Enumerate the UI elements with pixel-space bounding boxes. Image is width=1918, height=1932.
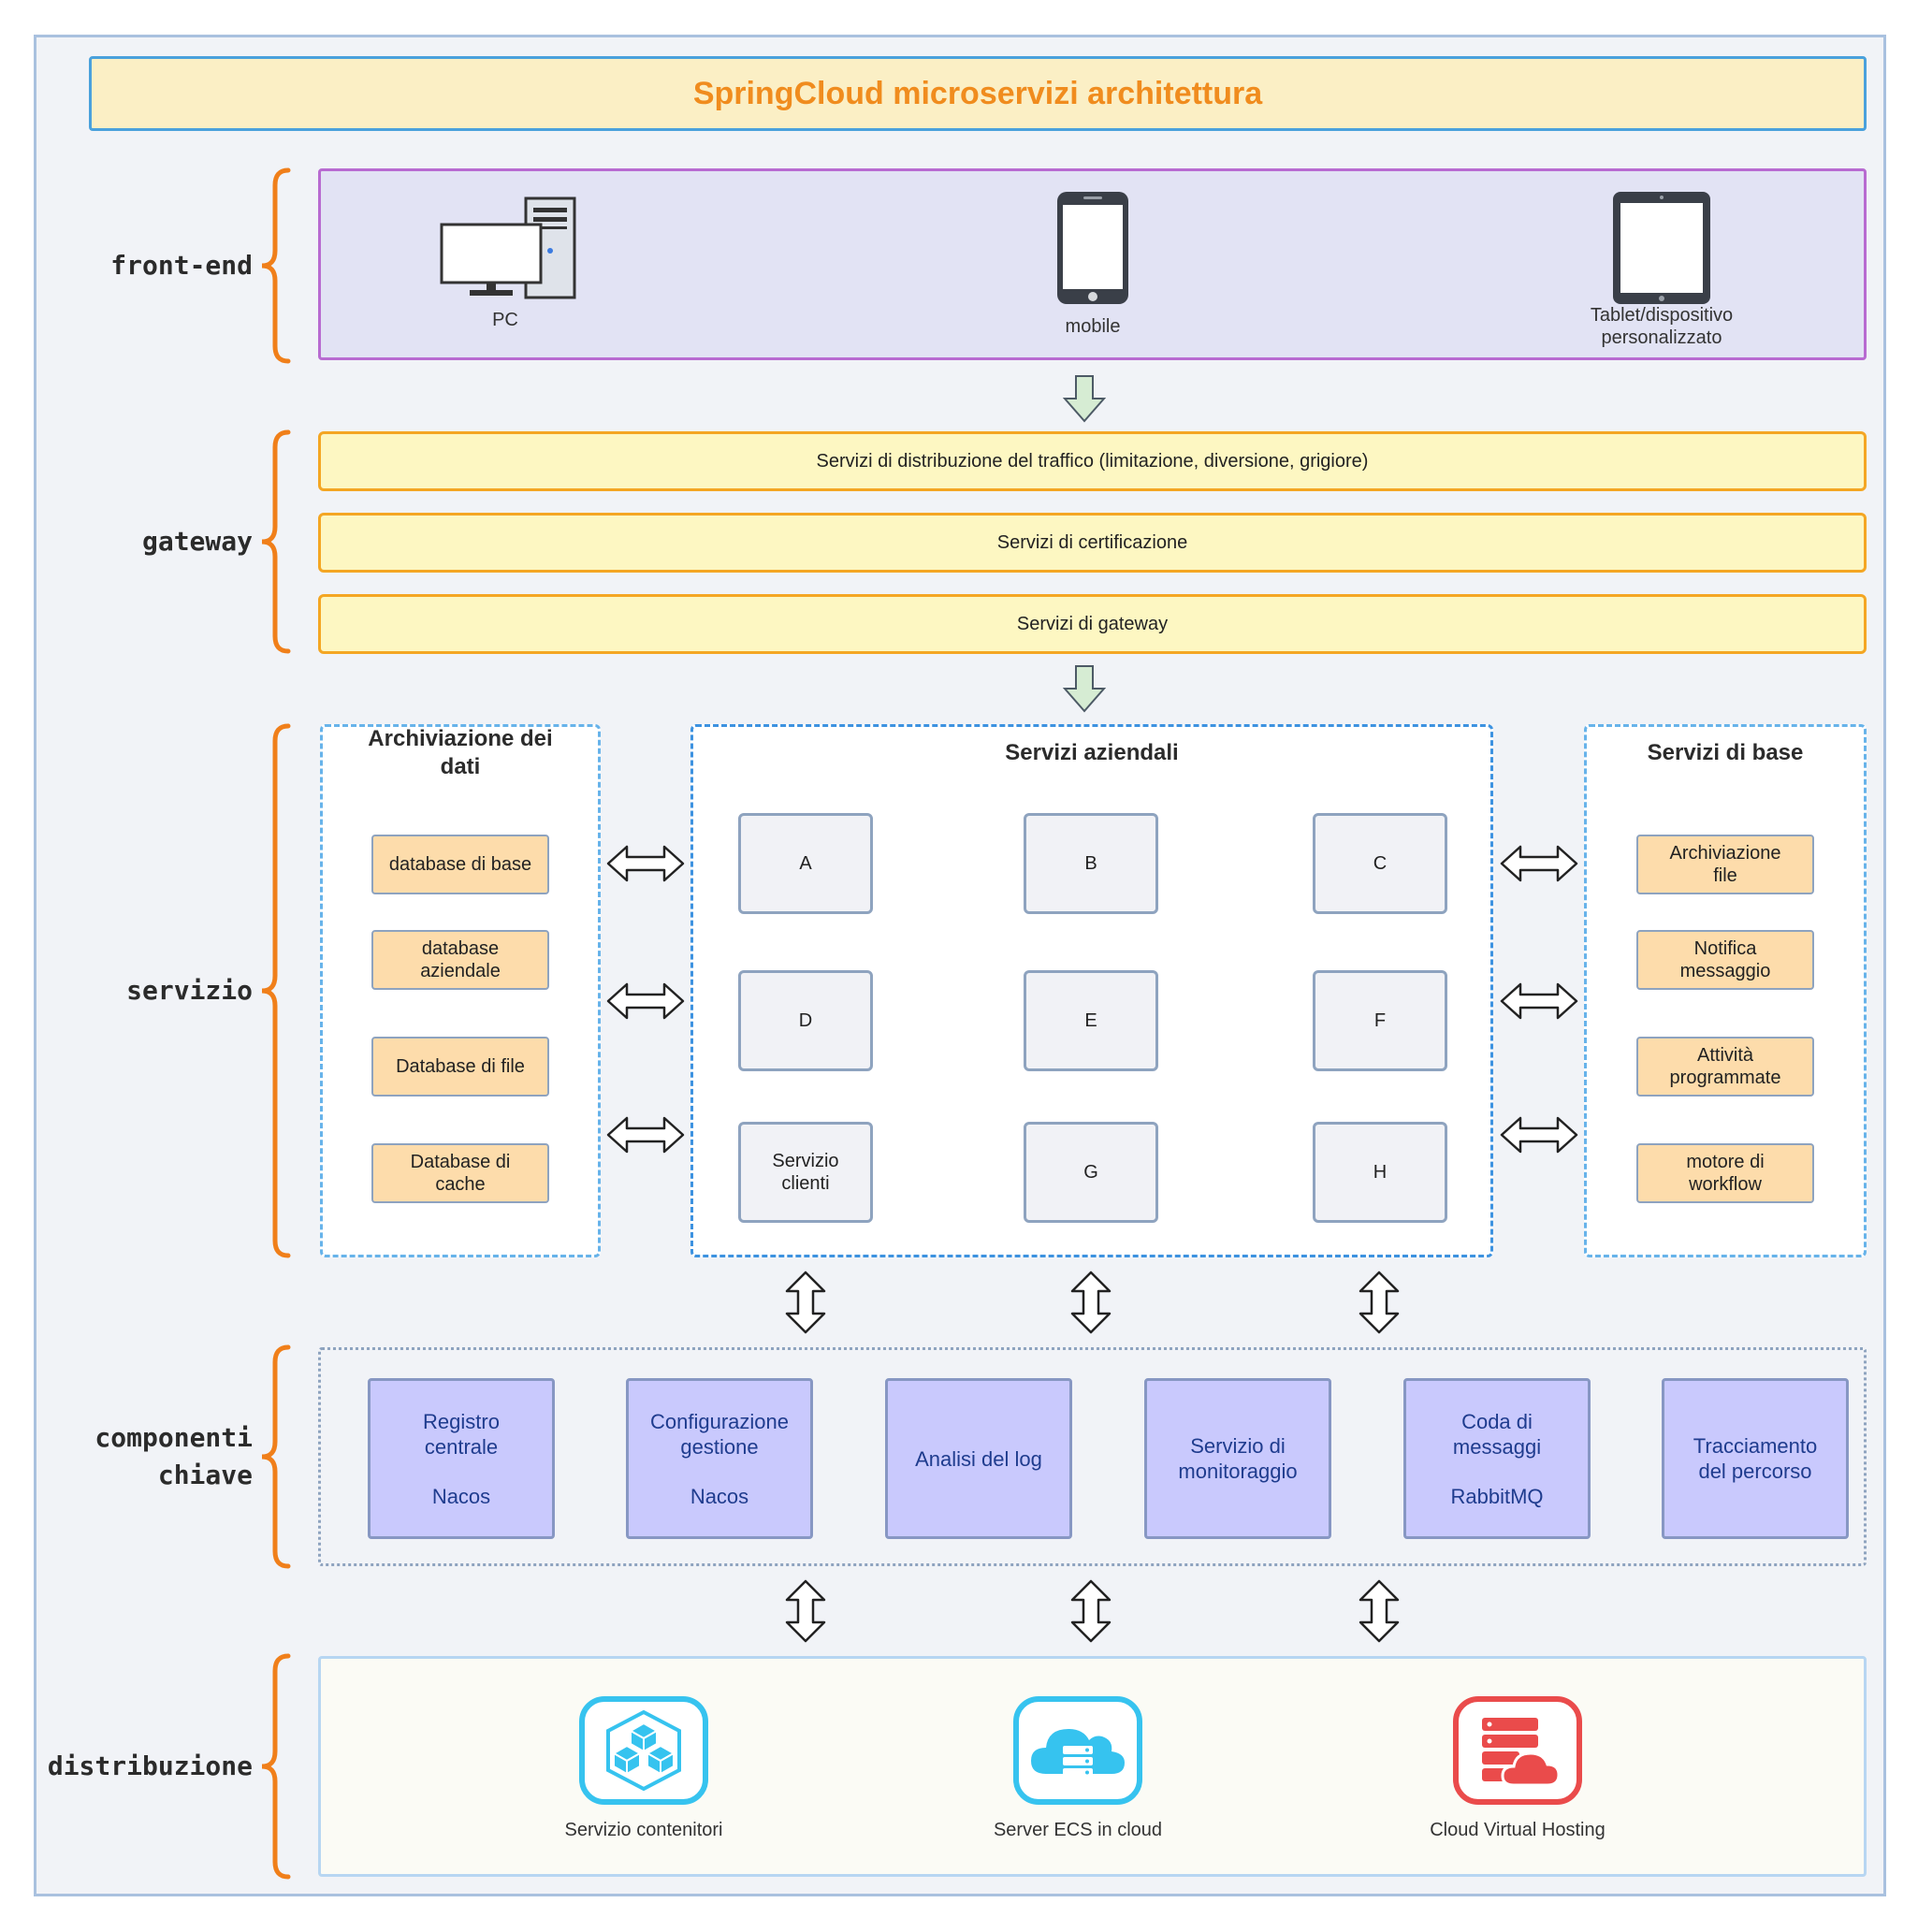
mobile-label: mobile [1065,316,1121,337]
service-f: F [1313,970,1447,1071]
container-service-label: Servizio contenitori [564,1820,723,1840]
components-panel [318,1347,1867,1566]
down-arrow-icon-2 [1063,665,1106,713]
h-arrow-right-1 [1500,845,1578,882]
v-arrow-4 [785,1579,826,1643]
layer-label-gateway: gateway [141,526,253,557]
service-e: E [1024,970,1158,1071]
v-arrow-3 [1359,1271,1400,1334]
service-b: B [1024,813,1158,914]
storage-base-db: database di base [371,835,549,894]
component-log-analysis: Analisi del log [885,1378,1072,1539]
base-services-title: Servizi di base [1647,740,1804,765]
h-arrow-right-2 [1500,982,1578,1020]
v-arrow-5 [1070,1579,1112,1643]
service-d: D [738,970,873,1071]
data-storage-title-1: Archiviazione dei [368,726,553,751]
mobile-icon [1057,192,1128,304]
h-arrow-left-2 [606,982,685,1020]
layer-label-service: servizio [126,975,253,1006]
layer-label-frontend: front-end [110,250,253,281]
virtual-hosting-label: Cloud Virtual Hosting [1430,1820,1606,1840]
ecs-server-label: Server ECS in cloud [993,1820,1163,1840]
down-arrow-icon-1 [1063,375,1106,423]
h-arrow-left-3 [606,1116,685,1154]
pc-label: PC [492,310,518,330]
storage-file-db: Database di file [371,1037,549,1097]
virtual-hosting-icon [1453,1696,1582,1805]
v-arrow-2 [1070,1271,1112,1334]
tablet-label-1: Tablet/dispositivo [1590,305,1734,326]
service-c: C [1313,813,1447,914]
ecs-server-icon [1013,1696,1142,1805]
service-h: H [1313,1122,1447,1223]
layer-label-components-1: componenti [94,1422,253,1453]
container-service-icon [579,1696,708,1805]
data-storage-title-2: dati [440,754,481,779]
layer-label-components-2: chiave [157,1460,253,1490]
gateway-certification-bar: Servizi di certificazione [318,513,1867,573]
layer-label-deploy: distribuzione [47,1750,253,1781]
tablet-icon [1613,192,1710,304]
service-a: A [738,813,873,914]
h-arrow-left-1 [606,845,685,882]
service-g: G [1024,1122,1158,1223]
tablet-label-2: personalizzato [1601,327,1722,348]
diagram-title: SpringCloud microservizi architettura [89,56,1867,131]
gateway-traffic-bar: Servizi di distribuzione del traffico (l… [318,431,1867,491]
h-arrow-right-3 [1500,1116,1578,1154]
v-arrow-6 [1359,1579,1400,1643]
v-arrow-1 [785,1271,826,1334]
gateway-service-bar: Servizi di gateway [318,594,1867,654]
pc-icon [440,196,576,299]
business-services-title: Servizi aziendali [1005,740,1179,765]
